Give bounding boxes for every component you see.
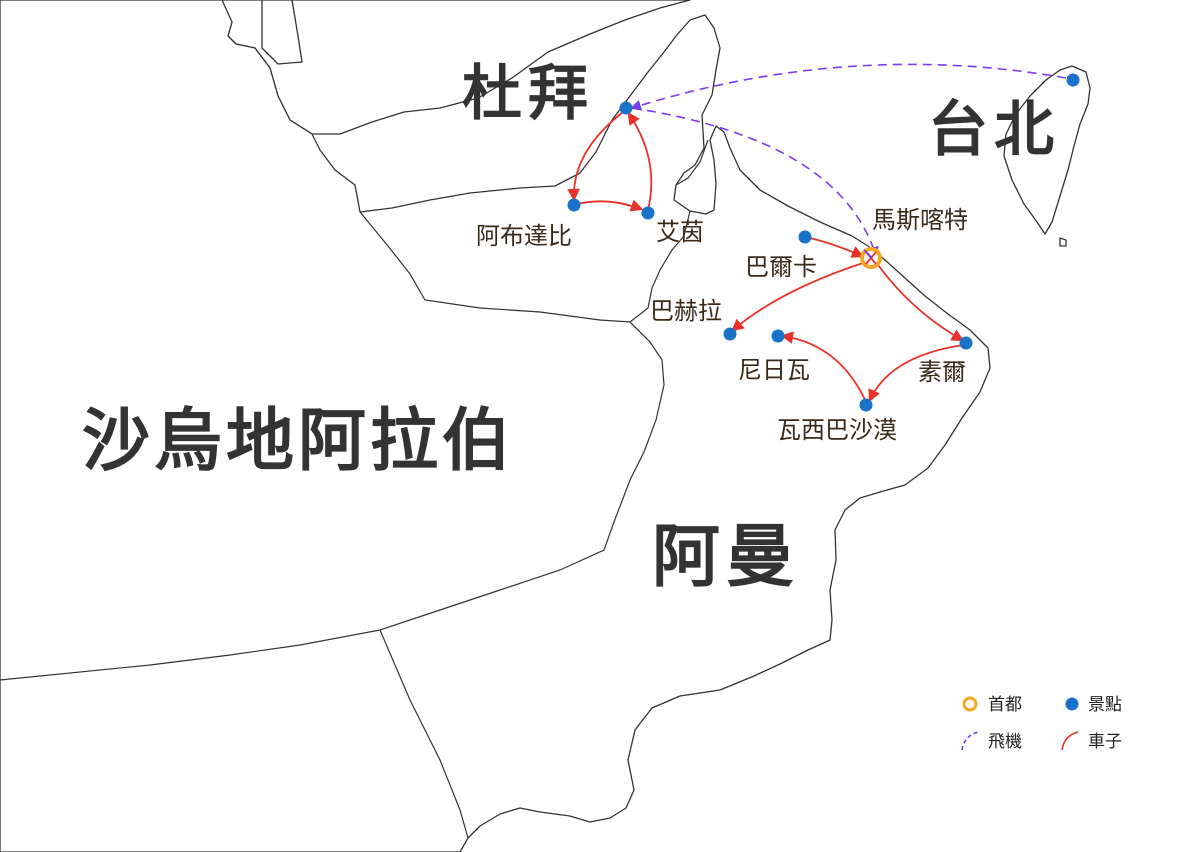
muscat-capital-marker bbox=[860, 247, 882, 269]
wahiba-dot bbox=[859, 398, 873, 412]
city-label-wahiba: 瓦西巴沙漠 bbox=[777, 416, 897, 444]
city-label-nizwa: 尼日瓦 bbox=[738, 356, 810, 384]
legend-capital-icon bbox=[962, 696, 978, 712]
legend-attraction-icon bbox=[1065, 697, 1079, 711]
qatar-peninsula bbox=[261, 0, 303, 65]
city-label-muscat: 馬斯喀特 bbox=[872, 206, 968, 234]
legend-capital-label: 首都 bbox=[988, 695, 1022, 715]
legend: 首都 景點 飛機 車子 bbox=[961, 695, 1122, 752]
dubai-dot bbox=[619, 101, 633, 115]
barka-dot bbox=[798, 230, 812, 244]
country-label-saudi: 沙烏地阿拉伯 bbox=[82, 401, 514, 481]
car-route-dubai-abudhabi bbox=[567, 111, 624, 202]
sur-dot bbox=[959, 336, 973, 350]
plane-route-taipei-dubai bbox=[629, 63, 1067, 111]
city-label-al-ain: 艾茵 bbox=[656, 218, 704, 246]
city-label-barka: 巴爾卡 bbox=[745, 253, 817, 281]
bahla-dot bbox=[723, 327, 737, 341]
country-label-dubai: 杜拜 bbox=[462, 59, 594, 129]
al-ain-dot bbox=[641, 206, 655, 220]
legend-car-icon bbox=[1061, 731, 1079, 751]
car-route-muscat-sur bbox=[875, 261, 965, 342]
musandam-border bbox=[675, 139, 709, 186]
plane-route-dubai-muscat bbox=[631, 107, 879, 259]
city-label-bahla: 巴赫拉 bbox=[650, 297, 722, 325]
uae-border bbox=[359, 210, 691, 323]
legend-car-label: 車子 bbox=[1088, 732, 1122, 752]
car-route-muscat-bahla bbox=[731, 261, 867, 332]
country-label-taipei: 台北 bbox=[928, 95, 1060, 165]
car-route-alain-dubai bbox=[627, 111, 653, 211]
car-route-sur-wahiba bbox=[868, 344, 964, 403]
car-route-wahiba-nizwa bbox=[780, 331, 867, 403]
legend-plane-label: 飛機 bbox=[988, 732, 1022, 752]
city-label-sur: 素爾 bbox=[918, 358, 966, 386]
yemen-border bbox=[379, 629, 469, 839]
city-label-abu-dhabi: 阿布達比 bbox=[476, 222, 572, 250]
abu-dhabi-dot bbox=[567, 198, 581, 212]
nizwa-dot bbox=[771, 329, 785, 343]
oman-saudi-border bbox=[0, 321, 665, 681]
legend-attraction-label: 景點 bbox=[1088, 695, 1122, 715]
taiwan-islet bbox=[1059, 237, 1067, 247]
country-label-oman: 阿曼 bbox=[652, 517, 800, 597]
legend-plane-icon bbox=[961, 731, 979, 751]
arabia-landmass bbox=[0, 0, 991, 852]
taiwan-island bbox=[1003, 65, 1091, 235]
taipei-dot bbox=[1066, 73, 1080, 87]
